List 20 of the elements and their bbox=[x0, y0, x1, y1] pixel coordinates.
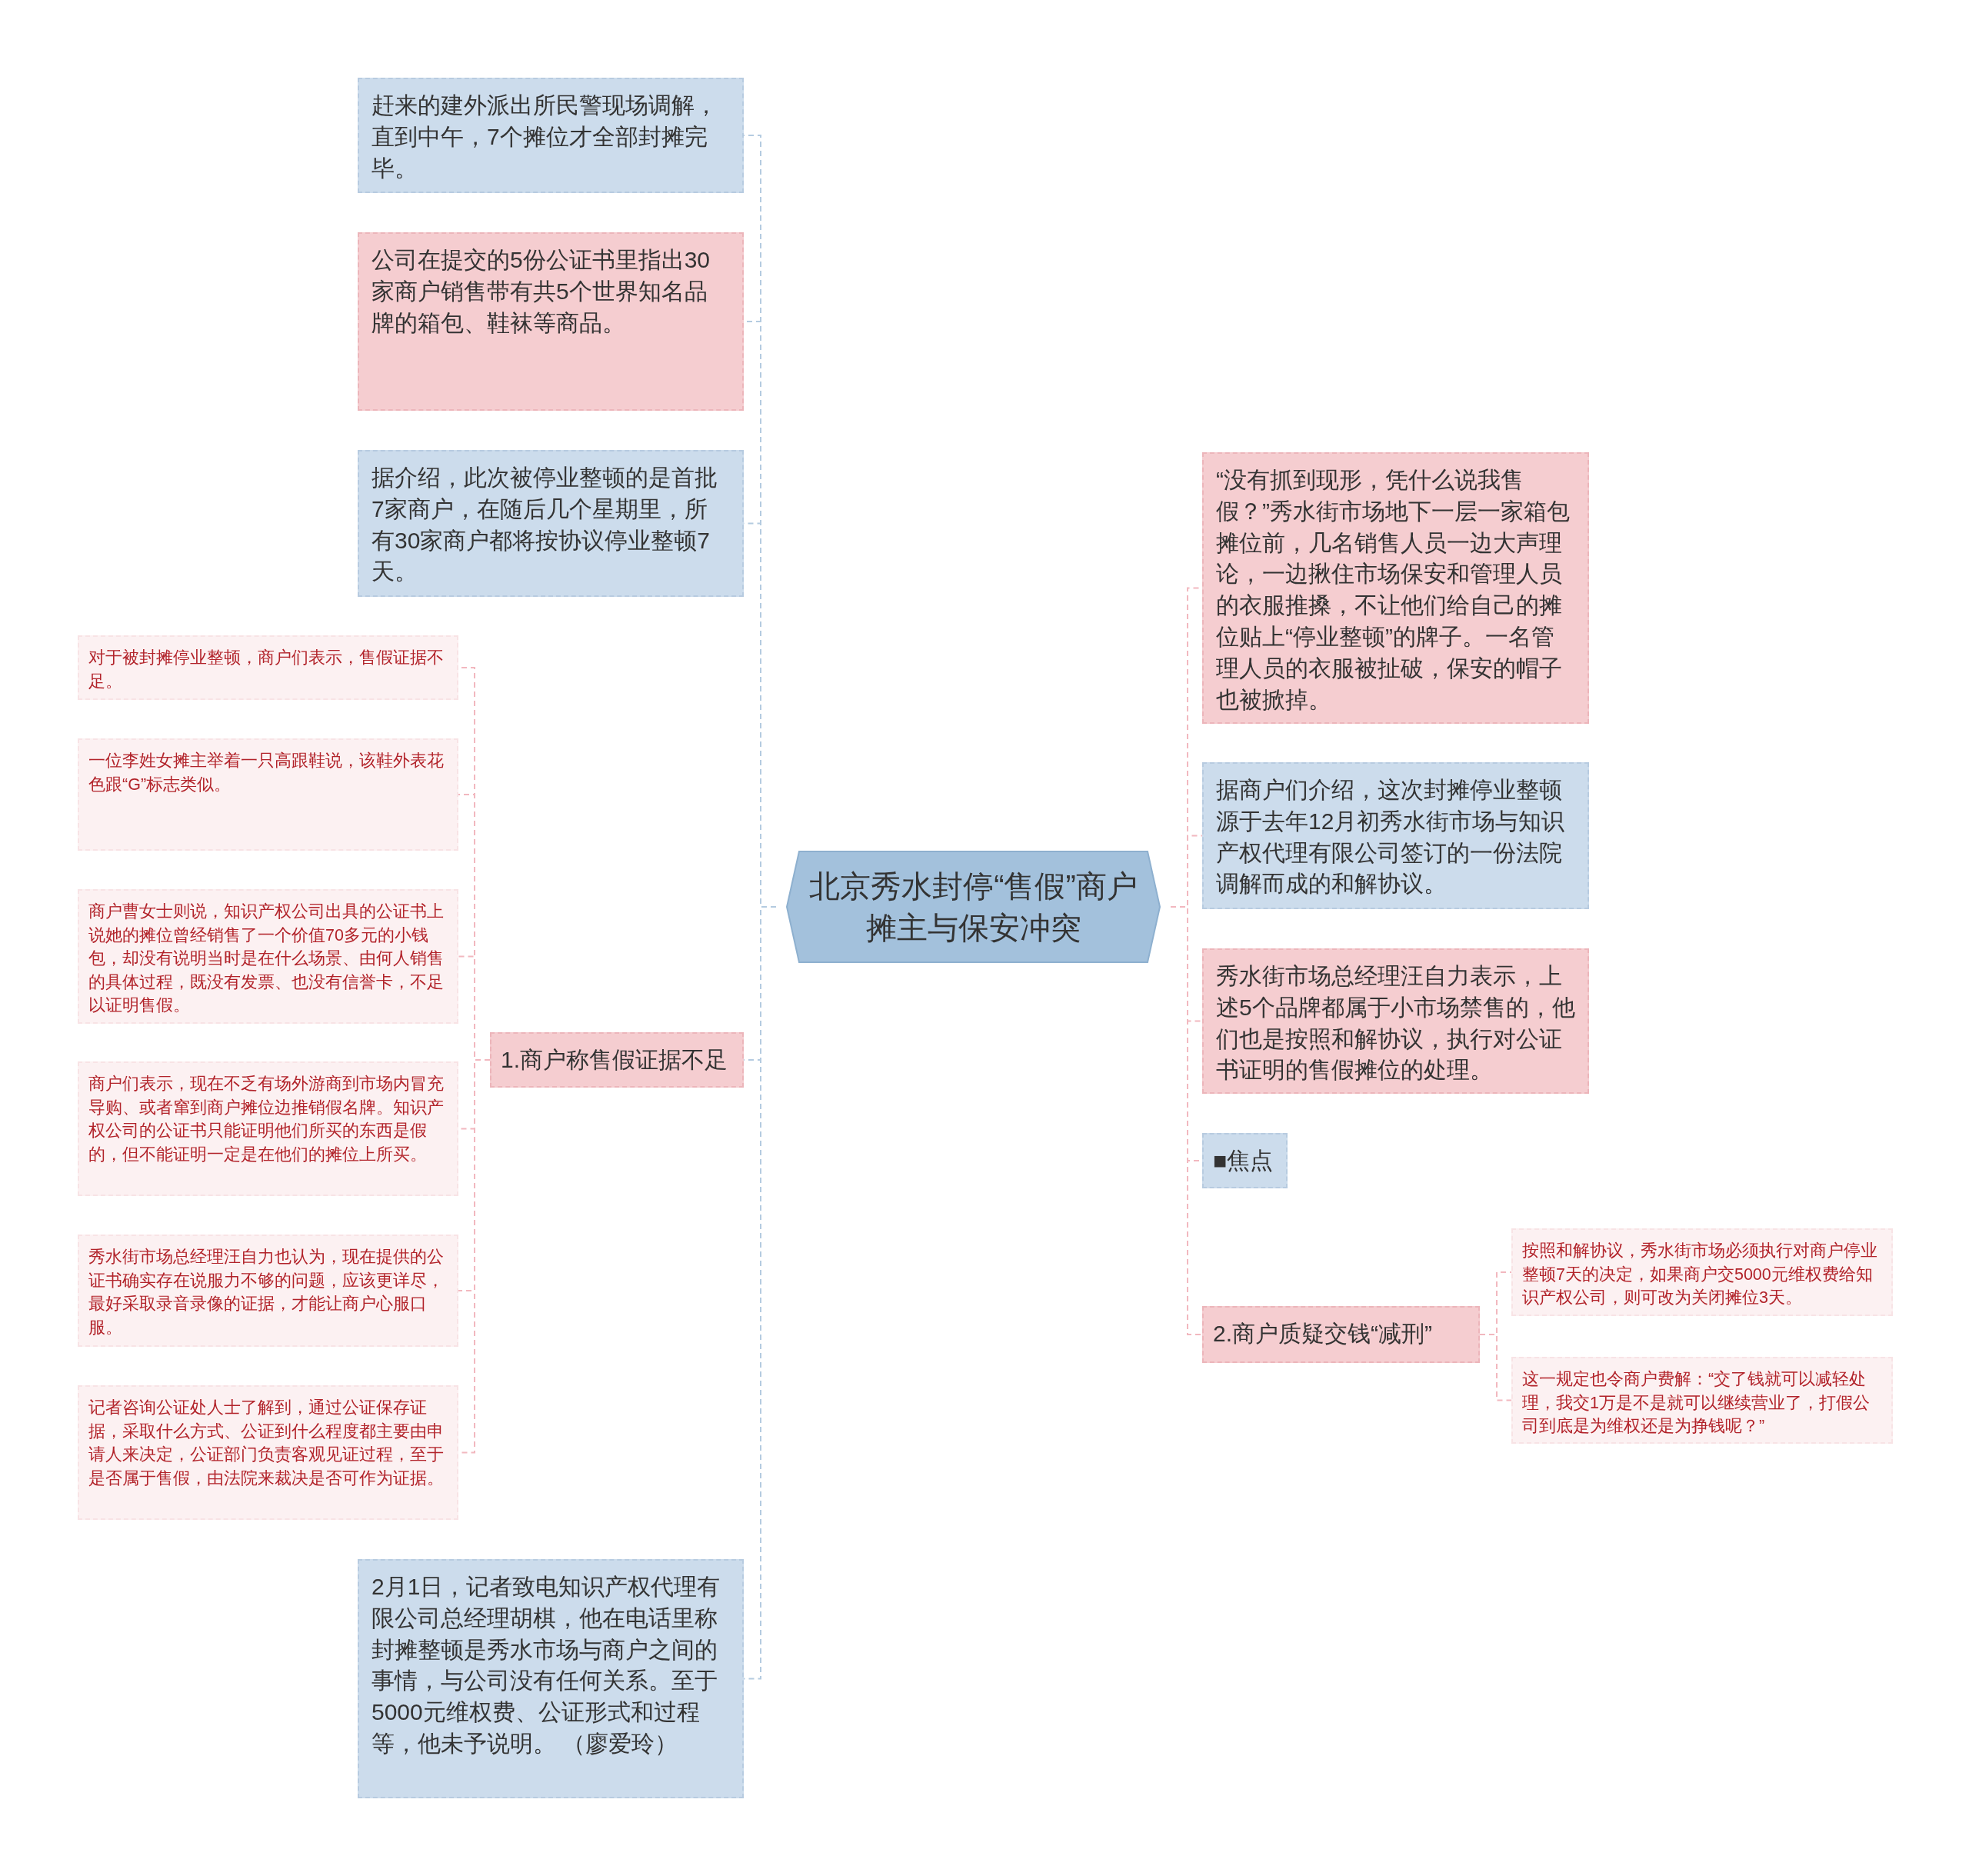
topic-box: 据商户们介绍，这次封摊停业整顿源于去年12月初秀水街市场与知识产权代理有限公司签订的一份法院调解而成的和解协议。 bbox=[1202, 762, 1589, 909]
note-box: 对于被封摊停业整顿，商户们表示，售假证据不足。 bbox=[78, 635, 458, 700]
topic-box: ■焦点 bbox=[1202, 1133, 1288, 1188]
topic-box: “没有抓到现形，凭什么说我售假？”秀水街市场地下一层一家箱包摊位前，几名销售人员一边大声理论，一边揪住市场保安和管理人员的衣服推搡，不让他们给自己的摊位贴上“停业整顿”的牌子。一名管理人员的衣服被扯破，保安的帽子也被掀掉。 bbox=[1202, 452, 1589, 724]
topic-box: 1.商户称售假证据不足 bbox=[490, 1032, 744, 1088]
topic-box: 2月1日，记者致电知识产权代理有限公司总经理胡棋，他在电话里称封摊整顿是秀水市场与商户之间的事情，与公司没有任何关系。至于5000元维权费、公证形式和过程等，他未予说明。 （廖爱玲） bbox=[358, 1559, 744, 1798]
note-box: 记者咨询公证处人士了解到，通过公证保存证据，采取什么方式、公证到什么程度都主要由申请人来决定，公证部门负责客观见证过程，至于是否属于售假，由法院来裁决是否可作为证据。 bbox=[78, 1385, 458, 1520]
topic-box: 秀水街市场总经理汪自力表示，上述5个品牌都属于小市场禁售的，他们也是按照和解协议，执行对公证书证明的售假摊位的处理。 bbox=[1202, 948, 1589, 1094]
note-box: 商户曹女士则说，知识产权公司出具的公证书上说她的摊位曾经销售了一个价值70多元的小钱包，却没有说明当时是在什么场景、由何人销售的具体过程，既没有发票、也没有信誉卡，不足以证明售假。 bbox=[78, 889, 458, 1024]
topic-box: 公司在提交的5份公证书里指出30家商户销售带有共5个世界知名品牌的箱包、鞋袜等商品。 bbox=[358, 232, 744, 411]
topic-box: 赶来的建外派出所民警现场调解，直到中午，7个摊位才全部封摊完毕。 bbox=[358, 78, 744, 193]
connector-line bbox=[1170, 906, 1203, 1335]
note-box: 按照和解协议，秀水街市场必须执行对商户停业整顿7天的决定，如果商户交5000元维权费给知识产权公司，则可改为关闭摊位3天。 bbox=[1511, 1228, 1893, 1316]
note-box: 秀水街市场总经理汪自力也认为，现在提供的公证书确实存在说服力不够的问题，应该更详尽，最好采取录音录像的证据，才能让商户心服口服。 bbox=[78, 1235, 458, 1347]
topic-box: 据介绍，此次被停业整顿的是首批7家商户，在随后几个星期里，所有30家商户都将按协议停业整顿7天。 bbox=[358, 450, 744, 597]
note-box: 这一规定也令商户费解：“交了钱就可以减轻处理，我交1万是不是就可以继续营业了，打假公司到底是为维权还是为挣钱呢？” bbox=[1511, 1357, 1893, 1444]
topic-box: 2.商户质疑交钱“减刑” bbox=[1202, 1306, 1480, 1363]
note-box: 商户们表示，现在不乏有场外游商到市场内冒充导购、或者窜到商户摊位边推销假名牌。知识产权公司的公证书只能证明他们所买的东西是假的，但不能证明一定是在他们的摊位上所买。 bbox=[78, 1061, 458, 1196]
connector-line bbox=[1479, 1334, 1512, 1401]
note-box: 一位李姓女摊主举着一只高跟鞋说，该鞋外表花色跟“G”标志类似。 bbox=[78, 738, 458, 851]
